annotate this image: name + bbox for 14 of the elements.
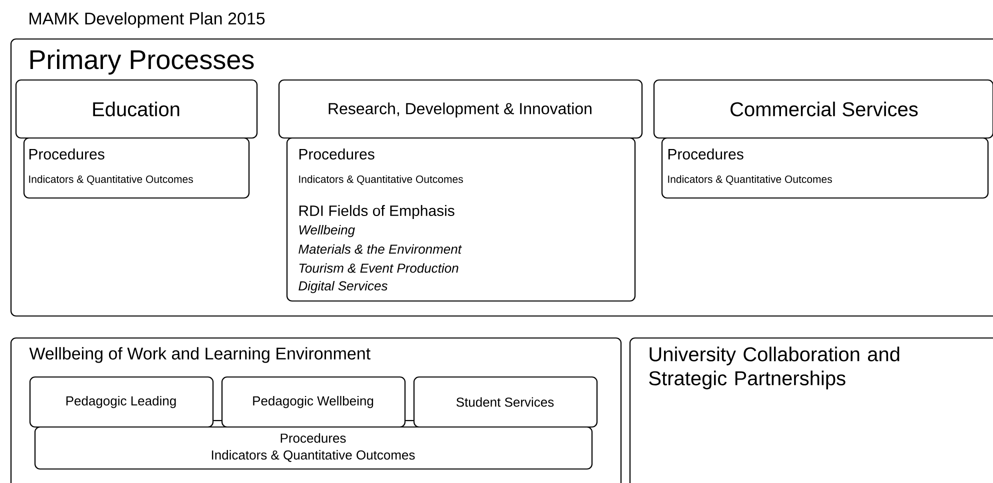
procedures-box: Procedures Indicators & Quantitative Outcomes RDI Fields of Emphasis Wellbeing Materials & the Environment Tourism & Event Production Digital Services [286,137,636,302]
connector-line [214,420,222,422]
section-frame: University Collaboration and Strategic Partnerships [629,337,993,483]
procedures-box: Procedures Indicators & Quantitative Outcomes [23,137,250,199]
procedures-box: Procedures Indicators & Quantitative Outcomes [34,426,593,470]
subprocess-box: Pedagogic Leading [29,376,214,428]
process-box: Education [15,79,258,139]
procedures-box: Procedures Indicators & Quantitative Outcomes [661,137,989,199]
process-box: Research, Development & Innovation [278,79,643,139]
subprocess-box: Pedagogic Wellbeing [221,376,406,428]
title: MAMK Development Plan 2015 [30,12,265,28]
subprocess-box: Student Services [413,376,598,428]
connector-line [406,420,414,422]
process-box: Commercial Services [653,79,993,139]
